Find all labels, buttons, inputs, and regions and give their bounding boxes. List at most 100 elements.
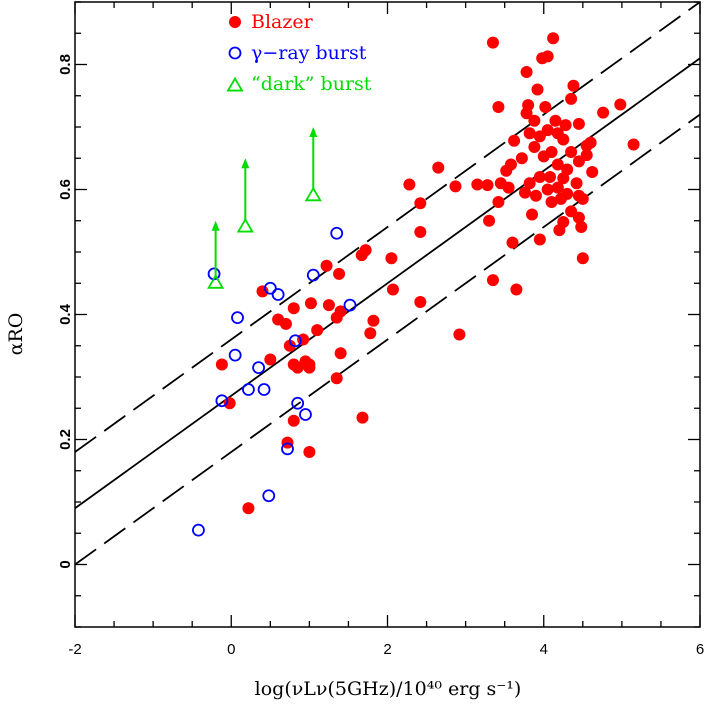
axis-ticks: [74, 1, 701, 628]
data-point: [281, 442, 294, 456]
x-tick-label: 0: [227, 641, 235, 658]
y-tick-label: 0.2: [57, 429, 74, 450]
legend-label: “dark” burst: [251, 73, 372, 95]
data-point: [367, 314, 380, 327]
data-point: [586, 166, 599, 178]
data-point: [523, 177, 536, 190]
data-point: [291, 396, 305, 410]
data-point: [334, 347, 347, 360]
limit-arrow-head: [211, 220, 220, 231]
data-point: [597, 106, 610, 119]
data-point: [520, 107, 533, 120]
data-point: [364, 327, 377, 340]
data-point: [572, 155, 585, 168]
data-point: [492, 196, 505, 208]
data-point: [386, 283, 399, 296]
data-point: [506, 236, 519, 249]
data-point: [537, 150, 550, 163]
data-point: [545, 196, 558, 208]
data-point: [242, 502, 255, 515]
data-point: [565, 92, 578, 105]
x-tick-label: 2: [383, 641, 391, 658]
data-point: [551, 158, 564, 171]
series-0: [215, 32, 640, 515]
limit-arrow-head: [241, 158, 250, 169]
data-point: [544, 171, 556, 183]
data-point: [304, 297, 317, 310]
data-point: [385, 252, 398, 265]
data-point: [453, 328, 466, 341]
data-point: [576, 252, 589, 265]
data-point: [471, 178, 484, 191]
data-point: [554, 192, 567, 205]
data-point: [414, 226, 427, 238]
data-point: [570, 177, 583, 190]
data-point: [557, 172, 570, 185]
data-point: [215, 394, 229, 408]
data-point: [502, 181, 515, 194]
y-axis-label: αRO: [5, 313, 27, 356]
data-point: [288, 334, 302, 348]
data-point: [500, 164, 513, 177]
data-point: [322, 299, 335, 312]
data-point: [528, 141, 541, 153]
limit-arrow-head: [309, 127, 318, 137]
data-point: [572, 117, 585, 130]
data-point: [510, 283, 523, 296]
data-point: [330, 226, 344, 240]
data-point: [508, 134, 521, 147]
fit-line-dashed-2: [75, 113, 700, 566]
data-point: [557, 133, 570, 146]
data-point: [303, 361, 316, 374]
legend-marker: [229, 16, 241, 28]
x-axis-label: log(νLν(5GHz)/10⁴⁰ erg s⁻¹): [255, 678, 522, 700]
fit-lines: [75, 2, 700, 566]
data-point: [486, 36, 499, 49]
data-point: [483, 214, 496, 227]
data-point: [252, 361, 265, 375]
legend-label: γ−ray burst: [251, 42, 367, 64]
legend-marker: [228, 46, 242, 60]
series-1: [192, 226, 357, 537]
data-point: [533, 130, 546, 143]
data-point: [231, 311, 244, 325]
data-point: [330, 311, 343, 324]
data-point: [547, 32, 560, 45]
data-point: [271, 288, 285, 301]
data-point: [228, 348, 242, 362]
data-point: [526, 208, 539, 221]
y-tick-label: 0.6: [57, 179, 74, 200]
data-point: [287, 302, 300, 315]
data-point: [449, 180, 462, 193]
data-point: [333, 267, 346, 280]
fit-line-solid-0: [75, 57, 700, 509]
data-point: [403, 178, 416, 191]
data-point: [559, 119, 572, 132]
data-point: [303, 446, 316, 458]
data-point: [311, 324, 324, 337]
data-point: [320, 259, 333, 272]
fit-line-dashed-1: [75, 2, 700, 453]
data-point: [283, 339, 296, 352]
data-point: [515, 152, 528, 165]
y-tick-label: 0.8: [57, 54, 74, 75]
data-point: [567, 79, 580, 92]
data-point: [614, 98, 627, 111]
data-point: [264, 353, 277, 366]
data-point: [536, 52, 549, 65]
data-point: [262, 489, 276, 503]
data-point: [528, 114, 541, 127]
data-point: [263, 281, 277, 295]
data-point: [580, 139, 593, 152]
data-point: [541, 183, 554, 196]
data-point: [304, 186, 322, 202]
y-tick-label: 0.4: [57, 303, 74, 325]
data-point: [539, 101, 552, 113]
data-point: [306, 268, 320, 282]
data-point: [529, 189, 542, 202]
series-2: [207, 127, 322, 289]
x-tick-label: -2: [68, 641, 81, 658]
